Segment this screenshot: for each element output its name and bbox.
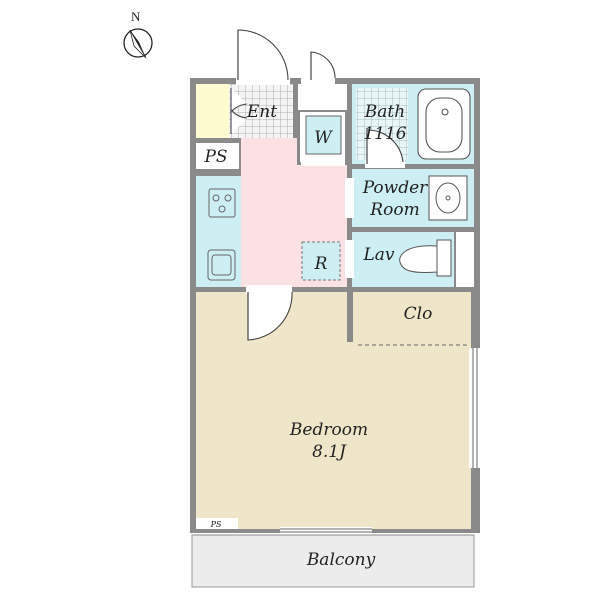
- bath-size: 1116: [363, 124, 406, 144]
- refrigerator-icon: [301, 241, 341, 281]
- toilet-icon: [399, 239, 452, 277]
- powder-room-label-line2: Room: [369, 200, 419, 220]
- bedroom-label: Bedroom: [289, 420, 368, 440]
- pipe-space-bottom-area: [196, 518, 238, 529]
- washbasin-icon: [428, 175, 468, 221]
- balcony-label: Balcony: [306, 550, 376, 570]
- powder-room-label-line1: Powder: [362, 178, 428, 198]
- pipe-space-top-label: PS: [203, 147, 227, 167]
- pipe-space-top-area: [196, 143, 239, 169]
- pipe-space-bottom-label: PS: [210, 520, 222, 529]
- bedroom-floor: [196, 292, 471, 529]
- washer-icon: [305, 115, 342, 155]
- lav-label: Lav: [362, 245, 394, 265]
- sink-icon: [207, 249, 236, 281]
- refrigerator-label: R: [314, 254, 328, 274]
- bathtub-icon: [417, 88, 471, 160]
- washer-label: W: [314, 128, 333, 148]
- kitchen-counter: [196, 176, 241, 287]
- bath-label: Bath: [364, 102, 405, 122]
- shoe-storage: [196, 84, 229, 138]
- north-label: N: [131, 9, 141, 24]
- balcony-area: [191, 534, 475, 588]
- corridor-nook: [298, 84, 347, 110]
- door-swings: [230, 29, 404, 341]
- stove-icon: [208, 188, 236, 218]
- compass: N: [123, 9, 153, 59]
- window: [280, 348, 478, 533]
- entrance-label: Ent: [246, 102, 277, 122]
- lav-shelf: [456, 232, 474, 287]
- closet-label: Clo: [404, 304, 433, 324]
- entrance-floor: [229, 84, 293, 138]
- bedroom-size: 8.1J: [312, 442, 347, 462]
